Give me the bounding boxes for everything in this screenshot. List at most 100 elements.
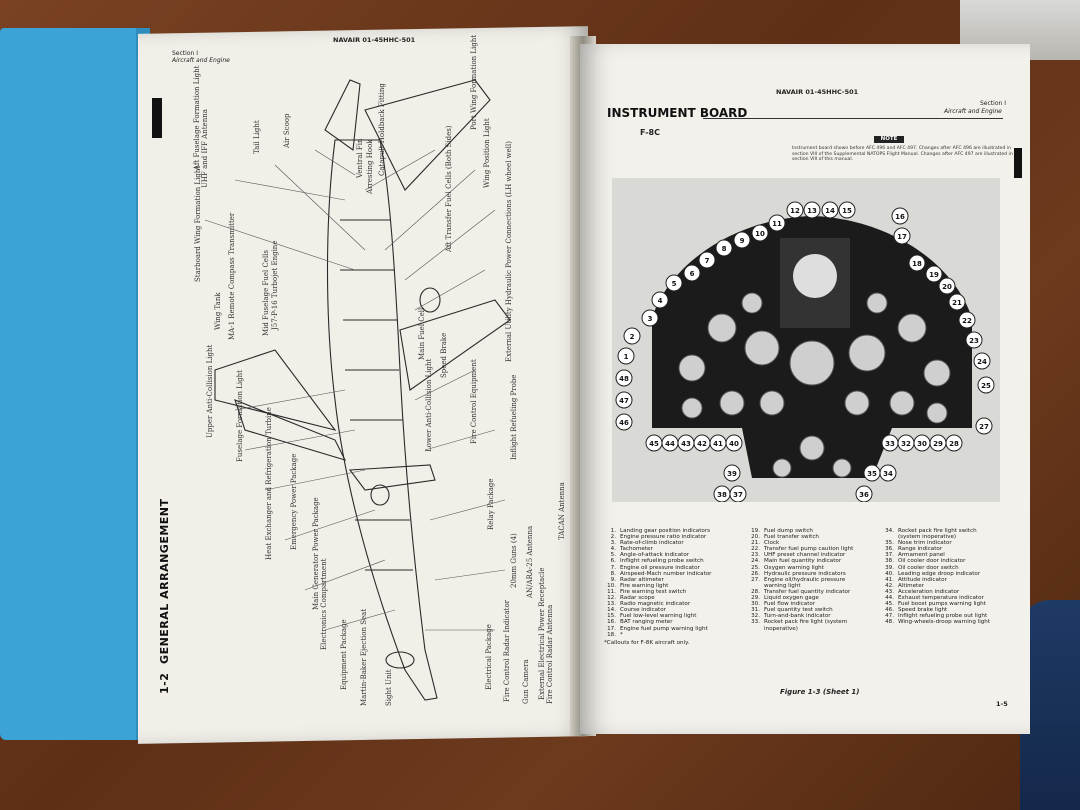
label-air-scoop: Air Scoop <box>283 113 291 149</box>
general-arrangement-title: 1-2 GENERAL ARRANGEMENT <box>158 498 171 694</box>
callout-number: 11 <box>772 220 782 228</box>
left-doc-no: NAVAIR 01-45HHC-501 <box>333 36 416 44</box>
vertical-title: GENERAL ARRANGEMENT <box>158 498 171 664</box>
legend-item: 4.Tachometer <box>610 546 653 553</box>
label-inflight-refuel-probe: Inflight Refueling Probe <box>510 374 518 460</box>
callout-number: 14 <box>825 207 835 215</box>
callout-number: 33 <box>885 440 895 448</box>
label-lower-anticollision: Lower Anti-Collision Light <box>425 358 433 452</box>
label-fuselage-formation: Fuselage Formation Light <box>236 370 244 462</box>
legend-item: 36.Range indicator <box>885 546 943 553</box>
title-rule <box>703 118 1003 119</box>
legend-item: 9.Radar altimeter <box>610 576 664 583</box>
callout-number: 25 <box>981 382 991 390</box>
label-relay-package: Relay Package <box>487 478 495 530</box>
manual-blue-cover <box>0 28 150 740</box>
label-fire-control-radar-ind: Fire Control Radar Indicator <box>503 599 511 702</box>
legend-item: 31.Fuel quantity test switch <box>751 607 833 614</box>
legend-item: 47.Inflight refueling probe out light <box>885 613 988 620</box>
callout-number: 1 <box>624 353 629 361</box>
callout-number: 39 <box>727 470 737 478</box>
legend-item: 15.Fuel low-level warning light <box>607 613 697 620</box>
callout-number: 46 <box>619 419 629 427</box>
legend-item: inoperative) <box>764 625 798 632</box>
legend-item: 45.Fuel boost pumps warning light <box>885 601 986 608</box>
callout-number: 40 <box>729 440 739 448</box>
legend-item: 33.Rocket pack fire light (system <box>751 619 848 626</box>
legend-column-2: 19.Fuel dump switch 20.Fuel transfer swi… <box>748 528 853 632</box>
label-wing-position-light: Wing Position Light <box>483 118 491 188</box>
legend-item: 5.Angle-of-attack indicator <box>610 552 690 559</box>
legend-item: 32.Turn-and-bank indicator <box>751 613 831 620</box>
legend-item: 34.Rocket pack fire light switch <box>885 528 977 534</box>
callout-number: 29 <box>933 440 943 448</box>
label-fire-control-equip: Fire Control Equipment <box>470 359 478 444</box>
note-label: NOTE <box>874 136 904 143</box>
callout-number: 23 <box>969 337 979 345</box>
legend-item: 29.Liquid oxygen gage <box>751 595 819 602</box>
label-electrical-package: Electrical Package <box>485 624 493 690</box>
callout-number: 10 <box>755 230 765 238</box>
callout-number: 30 <box>917 440 927 448</box>
legend-item: 35.Nose trim indicator <box>885 540 952 547</box>
footnote: *Callouts for F-8K aircraft only. <box>604 639 690 646</box>
callout-number: 22 <box>962 317 972 325</box>
callout-number: 6 <box>690 270 695 278</box>
label-ventral-fin: Ventral Fin <box>356 138 364 178</box>
label-wing-tank: Wing Tank <box>214 292 222 330</box>
label-tacan-antenna: TACAN Antenna <box>558 482 566 540</box>
callout-number: 42 <box>697 440 707 448</box>
callout-number: 18 <box>912 260 922 268</box>
label-20mm-guns: 20mm Guns (4) <box>510 533 518 588</box>
legend-item: 28.Transfer fuel quantity indicator <box>751 588 851 595</box>
legend-item: 6.Inflight refueling probe switch <box>610 558 704 565</box>
label-aft-fuselage-formation: Aft Fuselage Formation Light <box>193 65 201 170</box>
label-ejection-seat: Martin-Baker Ejection Seat <box>360 608 368 706</box>
label-main-fuel-cell: Main Fuel Cell <box>418 307 426 360</box>
label-mid-fuselage-fuel: Mid Fuselage Fuel Cells <box>262 249 270 336</box>
legend-item: 11.Fire warning test switch <box>607 588 687 595</box>
callout-number: 9 <box>740 237 745 245</box>
callout-number: 44 <box>665 440 675 448</box>
legend-item: 40.Leading edge droop indicator <box>885 570 981 577</box>
callout-number: 43 <box>681 440 691 448</box>
legend-item: (system inoperative) <box>898 534 957 541</box>
label-ma1-compass: MA-1 Remote Compass Transmitter <box>228 212 236 340</box>
right-doc-no: NAVAIR 01-45HHC-501 <box>776 88 859 96</box>
callout-number: 47 <box>619 397 629 405</box>
label-heat-exchanger: Heat Exchanger and Refrigeration Turbine <box>265 407 273 560</box>
instrument-board-title: INSTRUMENT BOARD <box>607 106 748 120</box>
callout-number: 4 <box>658 297 663 305</box>
callout-number: 41 <box>713 440 723 448</box>
legend-item: 14.Course indicator <box>607 607 666 614</box>
label-sight-unit: Sight Unit <box>385 669 393 706</box>
legend-item: 23.UHF preset channel indicator <box>751 552 846 559</box>
legend-column-1: 1.Landing gear position indicators 2.Eng… <box>604 528 711 646</box>
label-fire-control-radar-ant: Fire Control Radar Antenna <box>546 604 554 704</box>
callout-number: 28 <box>949 440 959 448</box>
callout-number: 3 <box>648 315 653 323</box>
callout-number: 12 <box>790 207 800 215</box>
callout-number: 19 <box>929 271 939 279</box>
label-arresting-hook: Arresting Hook <box>366 139 374 194</box>
callout-number: 21 <box>952 299 962 307</box>
callout-number: 20 <box>942 283 952 291</box>
legend-item: 10.Fire warning light <box>607 582 669 589</box>
label-main-generator: Main Generator Power Package <box>312 497 320 610</box>
label-upper-anticollision: Upper Anti-Collision Light <box>206 344 214 438</box>
legend-item: 24.Main fuel quantity indicator <box>751 558 842 565</box>
legend-item: 18.* <box>607 631 623 638</box>
label-j57-engine: J57-P-16 Turbojet Engine <box>271 240 279 330</box>
callout-number: 8 <box>722 245 727 253</box>
legend-item: 42.Altimeter <box>885 582 924 589</box>
callout-number: 36 <box>859 491 869 499</box>
label-uhf-iff: UHF and IFF Antenna <box>201 109 209 188</box>
callout-number: 13 <box>807 207 817 215</box>
callout-number: 45 <box>649 440 659 448</box>
label-ext-electrical-power: External Electrical Power Receptacle <box>538 567 546 700</box>
legend-item: 26.Hydraulic pressure indicators <box>751 570 846 577</box>
right-page-no: 1-5 <box>996 700 1008 708</box>
legend-column-3: 34.Rocket pack fire light switch (system… <box>882 528 990 626</box>
legend-item: 22.Transfer fuel pump caution light <box>751 546 854 553</box>
